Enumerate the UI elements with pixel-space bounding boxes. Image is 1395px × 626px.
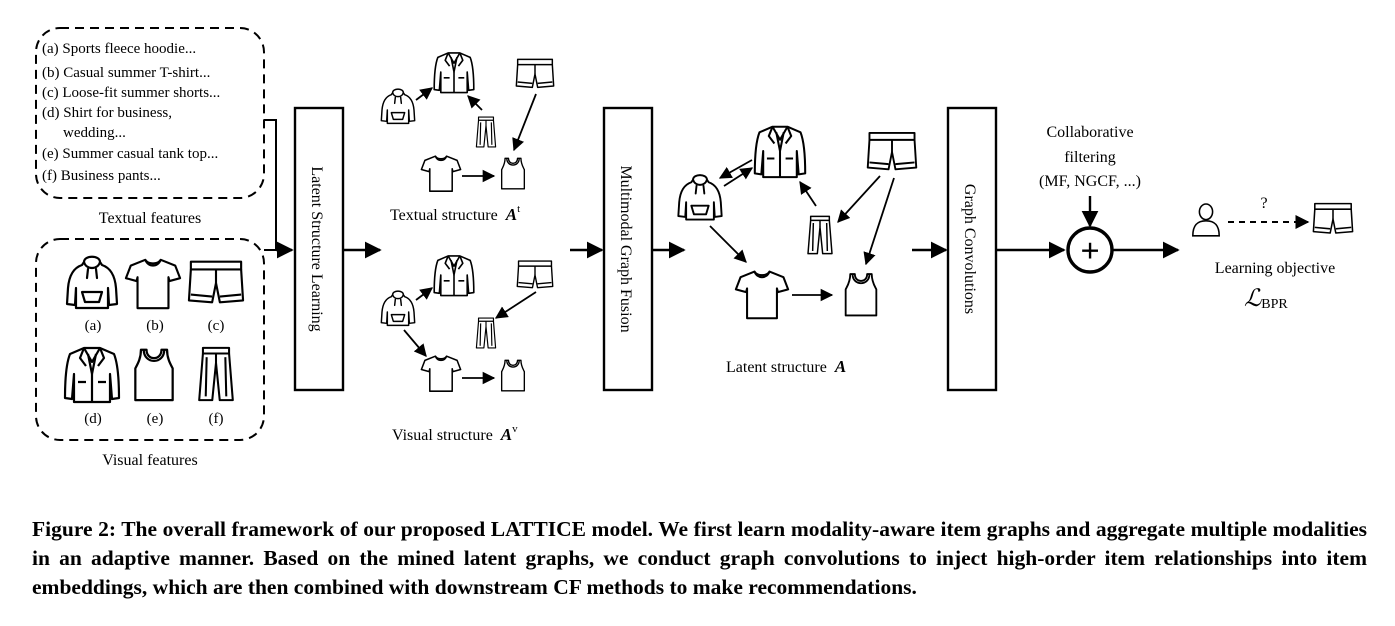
- textual-line-b: (b) Casual summer T-shirt...: [42, 65, 210, 81]
- tshirt-icon: [420, 355, 462, 392]
- cf-line1: Collaborative: [1046, 124, 1133, 141]
- textual-line-d: (d) Shirt for business,: [42, 105, 172, 121]
- textual-line-d-cont: wedding...: [63, 125, 126, 141]
- textual-line-e: (e) Summer casual tank top...: [42, 146, 218, 162]
- pants-icon: [198, 346, 234, 402]
- shorts-icon: [516, 260, 554, 289]
- visual-features-label: Visual features: [102, 452, 197, 469]
- pants-icon: [475, 317, 497, 349]
- textual-structure-graph: [380, 52, 555, 192]
- input-bracket: [264, 119, 277, 251]
- tanktop-icon: [500, 359, 526, 392]
- hoodie-icon: [65, 255, 119, 310]
- shirt-jacket-icon: [63, 346, 121, 404]
- visual-structure-label: Visual structure Av: [392, 423, 518, 444]
- shorts-icon: [187, 260, 245, 304]
- shirt-jacket-icon: [753, 125, 807, 179]
- latent-structure-learning-label: Latent Structure Learning: [308, 166, 325, 331]
- shirt-jacket-icon: [433, 52, 475, 94]
- visual-label-c: (c): [208, 318, 225, 334]
- visual-label-e: (e): [147, 411, 164, 427]
- shorts-icon: [866, 131, 918, 171]
- visual-label-f: (f): [209, 411, 224, 427]
- lattice-framework-diagram: (a) Sports fleece hoodie... (b) Casual s…: [35, 27, 1354, 469]
- prediction-question: ?: [1260, 195, 1267, 212]
- shorts-icon: [1312, 202, 1354, 234]
- hoodie-icon: [380, 88, 416, 125]
- textual-line-f: (f) Business pants...: [42, 168, 161, 184]
- user-icon: [1191, 203, 1221, 237]
- tanktop-icon: [844, 272, 878, 317]
- textual-structure-label: Textual structure At: [390, 203, 520, 224]
- tshirt-icon: [420, 155, 462, 192]
- pants-icon: [806, 215, 834, 255]
- figure-caption: Figure 2: The overall framework of our p…: [32, 517, 1367, 599]
- latent-structure-label: Latent structure A: [726, 357, 846, 376]
- textual-features-box: [35, 27, 265, 199]
- hoodie-icon: [677, 174, 723, 221]
- visual-label-d: (d): [84, 411, 102, 427]
- visual-label-b: (b): [146, 318, 164, 334]
- tshirt-icon: [124, 258, 182, 310]
- combine-plus: +: [1080, 233, 1099, 270]
- textual-line-a: (a) Sports fleece hoodie...: [42, 41, 196, 57]
- cf-line3: (MF, NGCF, ...): [1039, 173, 1141, 190]
- textual-line-c: (c) Loose-fit summer shorts...: [42, 85, 220, 101]
- tanktop-icon: [500, 157, 526, 190]
- loss-label: ℒBPR: [1244, 286, 1288, 312]
- cf-line2: filtering: [1064, 149, 1116, 166]
- visual-label-a: (a): [85, 318, 102, 334]
- shorts-icon: [515, 58, 555, 89]
- textual-features-label: Textual features: [99, 210, 201, 227]
- visual-structure-graph: [380, 255, 554, 392]
- learning-objective-label: Learning objective: [1215, 260, 1335, 277]
- latent-structure-graph: [677, 125, 918, 320]
- visual-features-box: [35, 238, 265, 441]
- hoodie-icon: [380, 290, 416, 327]
- pants-icon: [475, 116, 497, 148]
- shirt-jacket-icon: [433, 255, 475, 297]
- graph-convolutions-label: Graph Convolutions: [961, 184, 978, 314]
- multimodal-graph-fusion-label: Multimodal Graph Fusion: [617, 165, 634, 332]
- tanktop-icon: [134, 348, 174, 402]
- tshirt-icon: [734, 270, 790, 320]
